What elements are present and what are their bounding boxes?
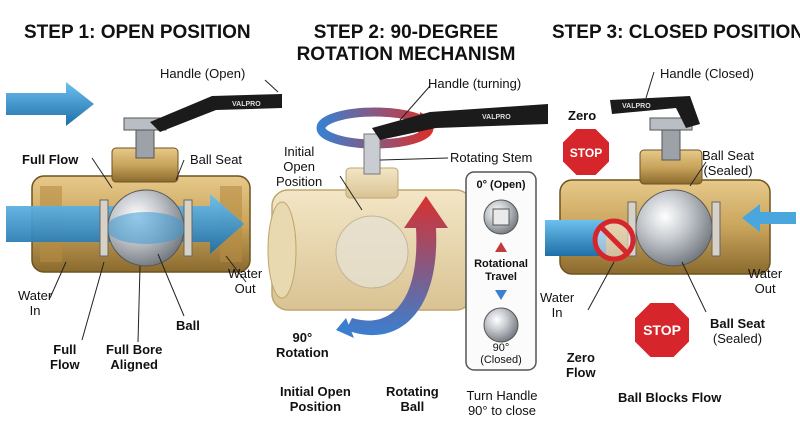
handle-closed [610, 96, 700, 128]
inset-closed-line1: 90° [492, 342, 510, 354]
inset-open-label: 0° (Open) [476, 179, 526, 191]
step1-full-flow-label: Full Flow [22, 152, 79, 167]
step1-water-out-label: Water Out [228, 266, 262, 296]
step2-initial-open-bottom-label: Initial Open Position [280, 384, 351, 414]
step2-turn-handle-line1: Turn Handle [466, 388, 538, 403]
step2-title-line2: ROTATION MECHANISM [296, 44, 516, 65]
water-in-top-arrow [6, 82, 94, 126]
step1-water-out-line1: Water [228, 266, 263, 281]
inset-travel-line2: Travel [485, 271, 517, 283]
step2-rotating-ball-line2: Ball [400, 399, 425, 414]
step3-water-out-line1: Water [748, 266, 783, 281]
inset-closed-label: 90° (Closed) [466, 342, 536, 366]
step3-title: STEP 3: CLOSED POSITION [552, 22, 800, 43]
step1-ball-label: Ball [176, 318, 200, 333]
step2-title-line1: STEP 2: 90-DEGREE [313, 22, 499, 43]
step1-water-in-line1: Water [18, 288, 53, 303]
step2-rotation-label: 90° Rotation [276, 330, 329, 360]
step1-water-in-line2: In [29, 303, 41, 318]
step2-rotation-line1: 90° [292, 330, 313, 345]
stop-sign-top-text: STOP [570, 146, 602, 160]
inset-down-arrow-icon [495, 290, 507, 300]
step3-zero-flow-line2: Flow [566, 365, 596, 380]
step3-water-in-line2: In [551, 305, 563, 320]
step3-ball-seat-top-label: Ball Seat (Sealed) [702, 148, 754, 178]
step1-full-bore-line2: Aligned [110, 357, 158, 372]
step3-water-in-label: Water In [540, 290, 574, 320]
step1-handle-label: Handle (Open) [160, 66, 246, 81]
step1-title: STEP 1: OPEN POSITION [24, 22, 251, 43]
handle-brand-step2: VALPRO [482, 114, 511, 121]
step1-full-flow-bottom-label: Full Flow [50, 342, 80, 372]
step2-initial-open-top-line3: Position [276, 174, 323, 189]
handle-open [150, 94, 282, 132]
step3-ball-seat-bottom-label: Ball Seat (Sealed) [710, 316, 765, 346]
step3-water-in-line1: Water [540, 290, 575, 305]
step2-initial-open-bottom-line1: Initial Open [280, 384, 351, 399]
inset-ball-closed-icon [483, 307, 519, 343]
step2-title: STEP 2: 90-DEGREE ROTATION MECHANISM [296, 22, 516, 66]
step2-rotating-stem-label: Rotating Stem [450, 150, 533, 165]
step2-initial-open-top-line2: Open [283, 159, 316, 174]
step3-zero-label: Zero [568, 108, 597, 123]
step3-water-out-label: Water Out [748, 266, 782, 296]
handle-brand-step1: VALPRO [232, 101, 261, 108]
step3-zero-flow-line1: Zero [566, 350, 595, 365]
step1-water-out-line2: Out [234, 281, 256, 296]
inset-travel-label: Rotational Travel [466, 258, 536, 284]
step2-rotating-ball-line1: Rotating [386, 384, 439, 399]
rotation-inset [465, 171, 537, 371]
step3-ball-seat-bottom-line1: Ball Seat [710, 316, 765, 331]
step3-ball-blocks-label: Ball Blocks Flow [618, 390, 722, 405]
step3-illustration: VALPRO STOP STOP [545, 96, 796, 359]
step2-initial-open-top-label: Initial Open Position [276, 144, 322, 189]
step2-handle-label: Handle (turning) [428, 76, 522, 91]
rotation-arrow [346, 196, 448, 336]
stop-sign-top-icon [561, 127, 611, 177]
handle-brand-step3: VALPRO [622, 103, 651, 110]
step3-water-out-line2: Out [754, 281, 776, 296]
step2-turn-handle-label: Turn Handle 90° to close [456, 388, 548, 418]
step3-ball-seat-bottom-line2: (Sealed) [712, 331, 763, 346]
step2-turn-handle-line2: 90° to close [467, 403, 537, 418]
step3-handle-label: Handle (Closed) [660, 66, 754, 81]
stop-sign-bottom-text: STOP [643, 322, 681, 338]
inset-closed-line2: (Closed) [480, 354, 522, 366]
water-in-left-arrow [545, 220, 606, 256]
step3-ball-seat-top-line1: Ball Seat [702, 148, 755, 163]
step2-initial-open-top-line1: Initial [283, 144, 315, 159]
handle-turning [372, 104, 548, 140]
step2-rotating-ball-label: Rotating Ball [386, 384, 439, 414]
leader-lines [49, 71, 707, 343]
step3-ball-seat-top-line2: (Sealed) [703, 163, 753, 178]
step1-illustration: VALPRO [6, 82, 282, 273]
stop-sign-bottom-icon [633, 301, 691, 359]
step1-full-flow-bottom-line2: Flow [50, 357, 80, 372]
inset-travel-line1: Rotational [474, 258, 528, 270]
step1-full-bore-label: Full Bore Aligned [106, 342, 162, 372]
step2-rotation-line2: Rotation [276, 345, 329, 360]
step1-ball-seat-label: Ball Seat [190, 152, 243, 167]
inset-up-arrow-icon [495, 242, 507, 252]
step1-full-flow-bottom-line1: Full [53, 342, 77, 357]
step2-illustration: VALPRO [267, 104, 548, 338]
ball-closed [635, 189, 713, 267]
step3-zero-flow-label: Zero Flow [566, 350, 596, 380]
ball-ghost [335, 215, 409, 289]
water-back-arrow [742, 204, 796, 232]
step1-full-bore-line1: Full Bore [106, 342, 163, 357]
step1-water-in-label: Water In [18, 288, 52, 318]
step2-initial-open-bottom-line2: Position [289, 399, 342, 414]
